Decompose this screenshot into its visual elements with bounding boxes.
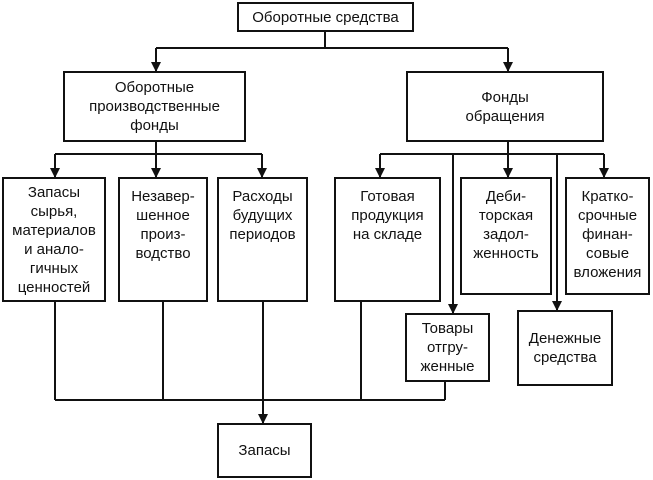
node-circulation-funds: Фонды обращения — [406, 71, 604, 142]
node-deferred-expenses: Расходы будущих периодов — [217, 177, 308, 302]
root-node-working-capital: Оборотные средства — [237, 2, 414, 32]
node-production-funds: Оборотные производственные фонды — [63, 71, 246, 142]
node-work-in-progress: Незавер- шенное произ- водство — [118, 177, 208, 302]
node-cash: Денежные средства — [517, 310, 613, 386]
node-receivables: Деби- торская задол- женность — [460, 177, 552, 295]
node-finished-goods: Готовая продукция на складе — [334, 177, 441, 302]
node-raw-materials: Запасы сырья, материалов и анало- гичных… — [2, 177, 106, 302]
node-goods-shipped: Товары отгру- женные — [405, 313, 490, 382]
node-short-term-investments: Кратко- срочные финан- совые вложения — [565, 177, 650, 295]
node-inventories: Запасы — [217, 423, 312, 478]
